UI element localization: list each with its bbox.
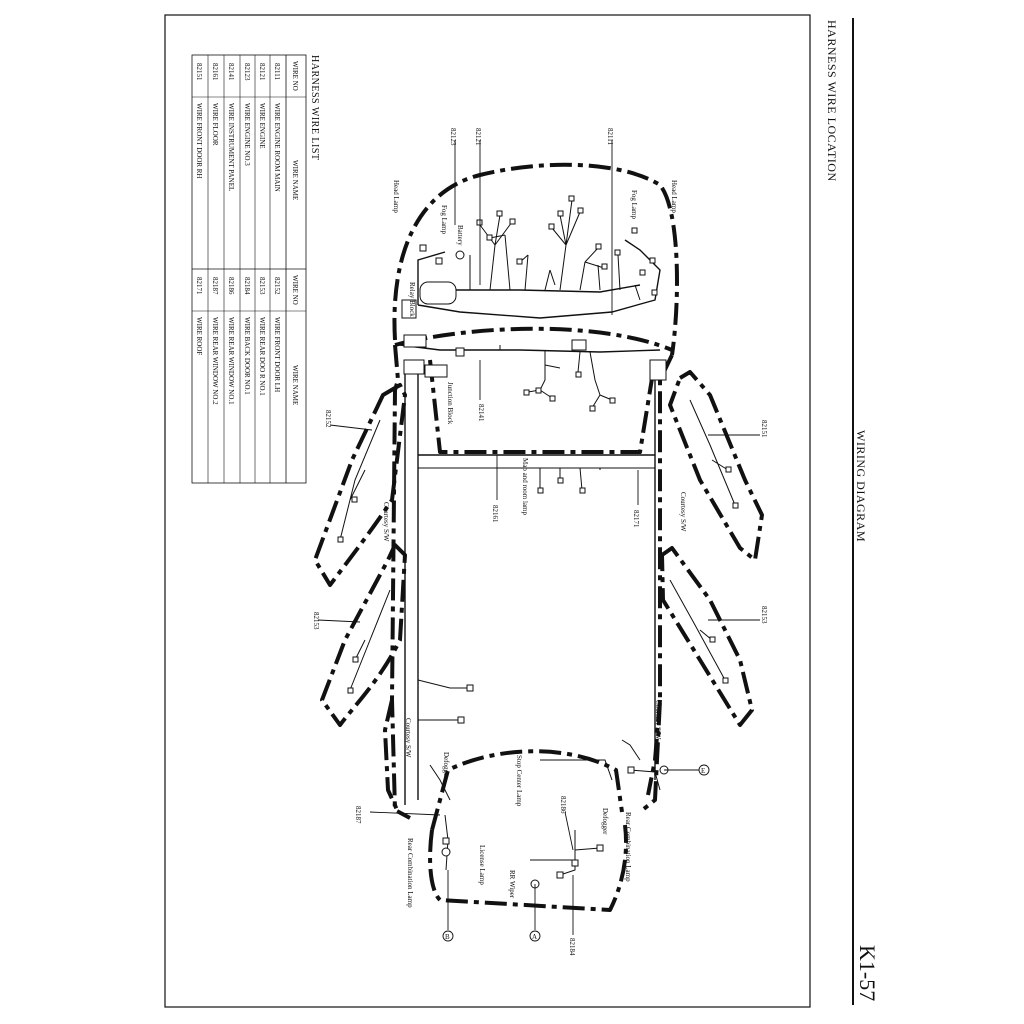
- label-82111: 82111: [606, 128, 614, 145]
- label-82186: 82186: [559, 796, 567, 814]
- label-map-room-lamp: Map and room lamp: [521, 458, 529, 515]
- svg-text:82123: 82123: [243, 63, 251, 81]
- component-labels: Head Lamp Fog Lamp Head Lamp Fog Lamp Ba…: [382, 180, 687, 908]
- svg-text:82151: 82151: [195, 63, 203, 81]
- label-fog-lamp-left: Fog Lamp: [440, 205, 448, 234]
- svg-text:82152: 82152: [273, 277, 281, 295]
- svg-text:82111: 82111: [273, 63, 281, 80]
- table-title: HARNESS WIRE LIST: [309, 55, 320, 161]
- svg-text:82121: 82121: [258, 63, 266, 81]
- svg-text:WIRE ROOF: WIRE ROOF: [195, 317, 203, 355]
- connectors: [337, 195, 739, 889]
- label-defogger-minus: Defogger: [442, 752, 450, 779]
- wire-number-labels: 82111 82121 82123 82141 82161 82171 8215…: [312, 128, 768, 956]
- header-wire-no-2: WIRE NO: [291, 275, 299, 305]
- label-junction-block: Junction Block: [446, 382, 454, 425]
- ground-b-label: B: [445, 933, 450, 941]
- harness-wire-list-table: HARNESS WIRE LIST WIRE NO WIRE NAME WIRE…: [191, 54, 320, 484]
- label-82141: 82141: [477, 404, 485, 422]
- svg-text:82161: 82161: [211, 63, 219, 81]
- table-row: 82111 WIRE ENGINE ROOM MAIN 82152 WIRE F…: [273, 63, 281, 392]
- svg-text:WIRE REAR WINDOW NO.2: WIRE REAR WINDOW NO.2: [211, 317, 219, 405]
- svg-text:WIRE FLOOR: WIRE FLOOR: [211, 103, 219, 146]
- label-82152: 82152: [324, 410, 332, 428]
- svg-text:WIRE BACK DOOR NO.1: WIRE BACK DOOR NO.1: [243, 317, 251, 395]
- label-pointers: [317, 140, 760, 935]
- header-wire-name-2: WIRE NAME: [291, 365, 299, 405]
- ground-e-label: E: [701, 767, 705, 775]
- svg-text:WIRE FRONT DOOR RH: WIRE FRONT DOOR RH: [195, 103, 203, 179]
- label-rear-combination-lamp-left: Rear Combination Lamp: [406, 838, 414, 908]
- label-fog-lamp-right: Fog Lamp: [630, 190, 638, 219]
- header-wire-no-1: WIRE NO: [291, 61, 299, 91]
- page-frame: [164, 14, 811, 1008]
- label-82187: 82187: [354, 806, 362, 824]
- label-battery: Battery: [456, 225, 464, 246]
- ground-b-marker: [442, 930, 454, 942]
- label-82151: 82151: [760, 420, 768, 438]
- ground-markers: E B A: [442, 764, 710, 942]
- svg-text:WIRE REAR DOO R NO.1: WIRE REAR DOO R NO.1: [258, 317, 266, 396]
- label-courtesy-sw-rf: Courtesy S/W: [679, 492, 687, 532]
- label-head-lamp-right: Head Lamp: [670, 180, 678, 213]
- label-defogger-plus: Defogger: [601, 808, 609, 835]
- svg-text:82171: 82171: [195, 277, 203, 295]
- page-number: K1-57: [855, 945, 880, 1001]
- ground-a-label: A: [532, 933, 537, 941]
- page-title: HARNESS WIRE LOCATION: [825, 20, 839, 182]
- svg-text:WIRE ENGINE: WIRE ENGINE: [258, 103, 266, 149]
- svg-text:WIRE FRONT DOOR LH: WIRE FRONT DOOR LH: [273, 317, 281, 392]
- label-82121: 82121: [474, 128, 482, 146]
- label-82123: 82123: [449, 128, 457, 146]
- svg-text:WIRE ENGINE NO.3: WIRE ENGINE NO.3: [243, 103, 251, 166]
- label-stop-center-lamp: Stop Center Lamp: [515, 755, 523, 807]
- label-rear-combination-lamp-right: Rear Combination Lamp: [624, 812, 632, 882]
- label-courtesy-sw-lr: Courtesy S/W: [404, 718, 412, 758]
- label-courtesy-sw-rr: Courtesy S/W: [654, 700, 662, 740]
- table-row: 82161 WIRE FLOOR 82187 WIRE REAR WINDOW …: [211, 63, 219, 405]
- label-82184: 82184: [568, 938, 576, 956]
- svg-text:82184: 82184: [243, 277, 251, 295]
- svg-text:82186: 82186: [227, 277, 235, 295]
- label-courtesy-sw-lf: Courtesy S/W: [382, 502, 390, 542]
- label-relay-block: Relay Block: [408, 282, 416, 317]
- table-row: 82121 WIRE ENGINE 82153 WIRE REAR DOO R …: [258, 63, 266, 396]
- label-license-lamp: License Lamp: [478, 845, 486, 885]
- label-82171: 82171: [632, 510, 640, 528]
- label-82153-left: 82153: [312, 612, 320, 630]
- label-head-lamp-left: Head Lamp: [392, 180, 400, 213]
- harness-wires: [339, 199, 736, 876]
- svg-text:82153: 82153: [258, 277, 266, 295]
- svg-text:WIRE ENGINE ROOM MAIN: WIRE ENGINE ROOM MAIN: [273, 103, 281, 192]
- svg-text:82187: 82187: [211, 277, 219, 295]
- table-row: 82141 WIRE INSTRUMENT PANEL 82186 WIRE R…: [227, 63, 235, 405]
- label-82153-right: 82153: [760, 606, 768, 624]
- ground-a-marker: [529, 930, 541, 942]
- svg-text:WIRE INSTRUMENT PANEL: WIRE INSTRUMENT PANEL: [227, 103, 235, 191]
- header-wire-name-1: WIRE NAME: [291, 160, 299, 200]
- label-82161: 82161: [491, 505, 499, 523]
- svg-text:WIRE REAR WINDOW NO.1: WIRE REAR WINDOW NO.1: [227, 317, 235, 405]
- svg-text:82141: 82141: [227, 63, 235, 81]
- section-title: WIRING DIAGRAM: [854, 430, 868, 542]
- table-row: 82151 WIRE FRONT DOOR RH 82171 WIRE ROOF: [195, 63, 203, 355]
- table-row: 82123 WIRE ENGINE NO.3 82184 WIRE BACK D…: [243, 63, 251, 395]
- label-rr-wiper: RR Wiper: [508, 870, 516, 899]
- ground-e-marker: [698, 764, 710, 776]
